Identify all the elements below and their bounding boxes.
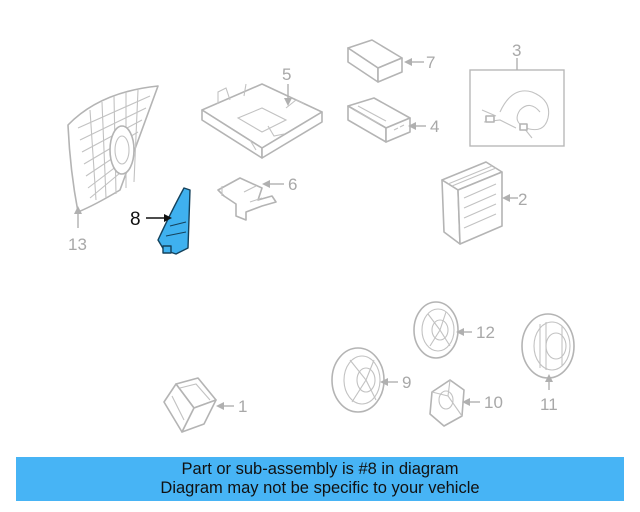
callout-5[interactable]: 5 bbox=[282, 65, 291, 84]
callout-6[interactable]: 6 bbox=[288, 175, 297, 194]
callout-2[interactable]: 2 bbox=[518, 190, 527, 209]
part-6-bracket[interactable] bbox=[217, 177, 277, 221]
info-banner: Part or sub-assembly is #8 in diagram Di… bbox=[16, 457, 624, 501]
banner-line-disclaimer: Diagram may not be specific to your vehi… bbox=[160, 479, 480, 497]
part-13-grille[interactable] bbox=[67, 85, 159, 213]
part-2-control-unit[interactable] bbox=[441, 161, 503, 245]
callout-4[interactable]: 4 bbox=[430, 117, 439, 136]
callout-1[interactable]: 1 bbox=[238, 397, 247, 416]
part-5-tray[interactable] bbox=[201, 83, 323, 159]
part-9-speaker[interactable] bbox=[331, 347, 385, 413]
part-7-module[interactable] bbox=[347, 39, 403, 83]
callout-11[interactable]: 11 bbox=[540, 395, 558, 414]
callout-9[interactable]: 9 bbox=[402, 373, 411, 392]
part-10-tweeter[interactable] bbox=[429, 379, 465, 427]
part-4-amplifier[interactable] bbox=[347, 97, 411, 143]
callout-13[interactable]: 13 bbox=[68, 235, 87, 254]
callout-8[interactable]: 8 bbox=[130, 209, 141, 230]
banner-line-part: Part or sub-assembly is #8 in diagram bbox=[181, 460, 459, 478]
callout-3[interactable]: 3 bbox=[512, 41, 521, 60]
part-11-speaker[interactable] bbox=[521, 313, 575, 379]
part-12-speaker[interactable] bbox=[413, 301, 459, 359]
part-3-harness[interactable] bbox=[469, 69, 565, 147]
part-8-highlighted[interactable] bbox=[157, 187, 191, 255]
callout-10[interactable]: 10 bbox=[484, 393, 503, 412]
part-1-box[interactable] bbox=[163, 377, 217, 433]
callout-12[interactable]: 12 bbox=[476, 323, 495, 342]
callout-7[interactable]: 7 bbox=[426, 53, 435, 72]
